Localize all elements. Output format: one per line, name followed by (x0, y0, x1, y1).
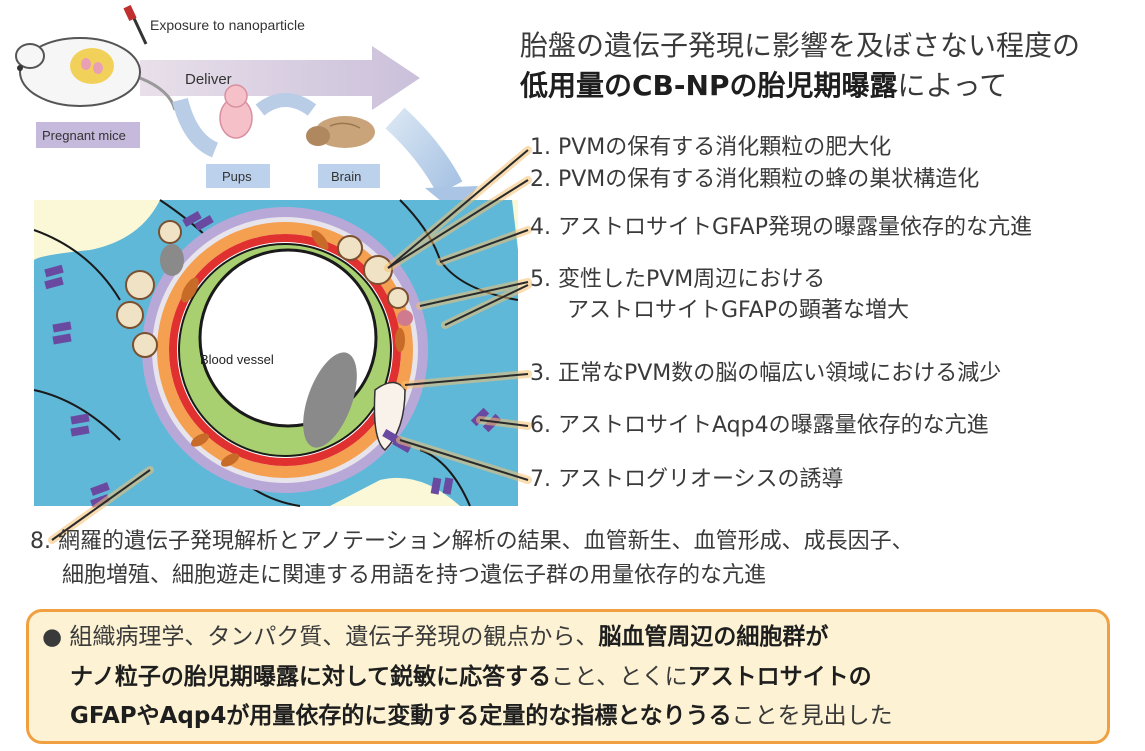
summary-l2-bold2: アストロサイトの (687, 664, 872, 690)
finding-7: 7. アストログリオーシスの誘導 (530, 467, 844, 492)
vessel-label: Blood vessel (200, 352, 274, 367)
blood-vessel (142, 207, 428, 493)
summary-line2: ナノ粒子の胎児期曝露に対して鋭敏に応答すること、とくにアストロサイトの (70, 661, 872, 693)
brain-tag (318, 164, 380, 188)
brain-icon (306, 116, 375, 148)
finding-5a: 5. 変性したPVM周辺における (530, 267, 826, 292)
summary-l3-bold: GFAPやAqp4が用量依存的に変動する定量的な指標となりうる (70, 703, 732, 729)
leader-lines (51, 149, 529, 541)
brain-label: Brain (331, 169, 361, 184)
summary-box (26, 609, 1110, 744)
heading-line2: 低用量のCB-NPの胎児期曝露によって (520, 66, 1007, 106)
pregnant-mice-tag (36, 122, 140, 148)
finding-2: 2. PVMの保有する消化顆粒の蜂の巣状構造化 (530, 167, 980, 192)
finding-5b: アストロサイトGFAPの顕著な増大 (567, 298, 910, 323)
pregnant-mice-label: Pregnant mice (42, 128, 126, 143)
astrocyte-endfoot (373, 381, 406, 451)
pups-tag (206, 164, 270, 188)
summary-l2-plain: こと、とくに (551, 664, 688, 690)
summary-line3: GFAPやAqp4が用量依存的に変動する定量的な指標となりうることを見出した (70, 700, 893, 732)
finding-8-line2: 細胞増殖、細胞遊走に関連する用語を持つ遺伝子群の用量依存的な亢進 (62, 563, 767, 588)
summary-l3-plain: ことを見出した (731, 703, 893, 729)
pups-label: Pups (222, 169, 252, 184)
deliver-arrow (140, 46, 420, 110)
summary-bullet: ● (42, 624, 63, 650)
summary-l1-plain: 組織病理学、タンパク質、遺伝子発現の観点から、 (69, 624, 599, 650)
pvm-granules (116, 220, 413, 467)
exposure-label: Exposure to nanoparticle (150, 17, 305, 33)
deliver-label: Deliver (185, 71, 232, 88)
curve-arrow-2 (255, 93, 317, 116)
dropper-icon (123, 4, 148, 45)
heading-line2-rest: によって (897, 69, 1008, 102)
curve-arrow-3 (385, 107, 463, 195)
finding-3: 3. 正常なPVM数の脳の幅広い領域における減少 (530, 361, 1002, 386)
summary-l2-bold1: ナノ粒子の胎児期曝露に対して鋭敏に応答する (70, 664, 552, 690)
finding-1: 1. PVMの保有する消化顆粒の肥大化 (530, 135, 892, 160)
pup-icon (219, 84, 253, 139)
finding-6: 6. アストロサイトAqp4の曝露量依存的な亢進 (530, 413, 989, 438)
heading-line2-bold: 低用量のCB-NPの胎児期曝露 (520, 69, 898, 102)
summary-l1-bold: 脳血管周辺の細胞群が (598, 624, 829, 650)
pregnant-mouse-icon (15, 37, 177, 111)
finding-4: 4. アストロサイトGFAP発現の曝露量依存的な亢進 (530, 215, 1032, 240)
summary-line1: ● 組織病理学、タンパク質、遺伝子発現の観点から、脳血管周辺の細胞群が (42, 621, 828, 653)
curve-arrow-1 (172, 97, 219, 158)
heading-line1: 胎盤の遺伝子発現に影響を及ぼさない程度の (520, 29, 1081, 62)
finding-8-line1: 8. 網羅的遺伝子発現解析とアノテーション解析の結果、血管新生、血管形成、成長因… (30, 529, 914, 554)
